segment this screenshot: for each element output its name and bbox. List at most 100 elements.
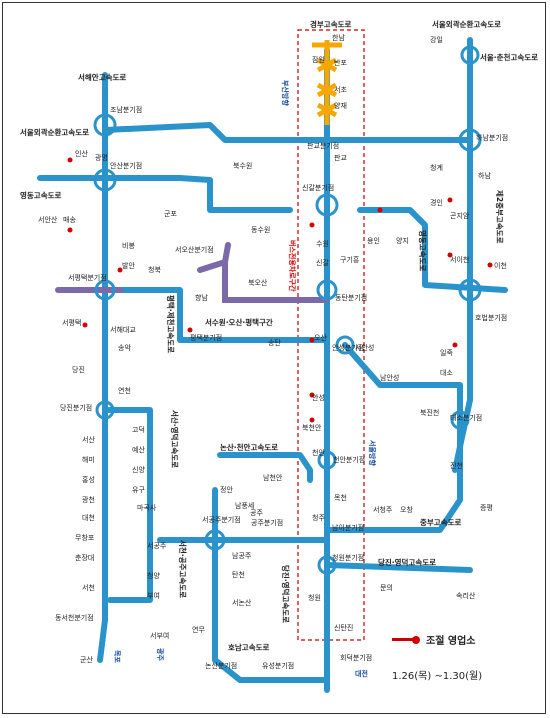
- station-label: 향남: [195, 293, 208, 302]
- toll-marker: [452, 342, 458, 348]
- station-label: 진천: [450, 461, 463, 470]
- station-label: 북오산: [248, 278, 268, 287]
- station-label: 반포: [334, 58, 347, 67]
- station-label: 남이분기점: [332, 523, 364, 532]
- station-label: 서부여: [150, 631, 169, 640]
- station-label: 천안분기점: [333, 455, 365, 464]
- label-seoul-chuncheon: 서울·춘천고속도로: [480, 52, 538, 62]
- station-label: 강일: [430, 35, 443, 44]
- toll-marker: [82, 322, 88, 328]
- station-label: 양재: [334, 102, 347, 110]
- direction-seoul: 서울방향: [368, 440, 377, 466]
- station-label: 연무: [192, 626, 205, 634]
- toll-marker: [309, 222, 315, 228]
- station-label: 양지: [396, 236, 409, 245]
- station-label: 서청주: [373, 505, 393, 514]
- station-label: 대소분기점: [450, 413, 482, 422]
- nonsan-cheonan-line: [217, 452, 313, 483]
- station-label: 서초: [334, 85, 347, 94]
- station-label: 남공주: [232, 551, 252, 560]
- station-label: 안산분기점: [110, 161, 142, 170]
- station-label: 청원: [308, 593, 321, 602]
- station-label: 판교: [334, 153, 347, 162]
- station-label: 서논산: [232, 598, 252, 607]
- label-yeongdong-right: 영동고속도로: [418, 230, 428, 271]
- toll-marker: [487, 262, 493, 268]
- station-label: 경인: [430, 198, 443, 207]
- station-label: 남천안: [263, 473, 283, 482]
- legend: 조절 영업소 1.26(목) ~1.30(월): [392, 632, 542, 682]
- station-label: 서안산: [38, 215, 58, 224]
- station-label: 발안: [122, 261, 135, 270]
- station-label: 서이천: [450, 255, 469, 264]
- station-label: 서평택: [62, 318, 81, 327]
- station-label: 한남: [332, 33, 345, 42]
- station-label: 당진분기점: [60, 403, 92, 412]
- station-label: 군포: [164, 210, 177, 218]
- station-label: 신양: [132, 465, 145, 474]
- station-label: 오창: [400, 506, 413, 514]
- station-label: 송악: [118, 344, 131, 352]
- toll-marker: [309, 392, 315, 398]
- station-label: 호법분기점: [475, 313, 507, 322]
- toll-marker: [309, 417, 315, 423]
- toll-marker: [187, 327, 193, 333]
- station-label: 신탄진: [334, 623, 353, 632]
- station-label: 안성분기점: [332, 343, 364, 352]
- honam-line: [212, 487, 243, 683]
- station-label: 동수원: [251, 225, 270, 234]
- legend-dates: 1.26(목) ~1.30(월): [392, 671, 483, 682]
- station-label: 하남분기점: [476, 133, 508, 142]
- dangjin-yeongdeok-line: [324, 562, 473, 573]
- station-label: 연천: [118, 386, 131, 395]
- station-label: 대소: [440, 369, 453, 377]
- station-label: 오산: [314, 333, 327, 342]
- bus-lane-box: [297, 29, 365, 641]
- station-label: 북진천: [420, 408, 439, 417]
- station-label: 조남분기점: [110, 105, 142, 114]
- station-label: 비봉: [122, 241, 135, 250]
- seoul-outer-top-line: [102, 122, 473, 143]
- label-dangjin-yeongdeok: 당진·영덕고속도로: [378, 557, 436, 567]
- station-label: 청원분기점: [332, 553, 364, 562]
- label-pyeongtaek-jecheon: 평택·제천고속도로: [166, 295, 176, 353]
- legend-row: 조절 영업소: [392, 632, 542, 647]
- station-label: 곤지암: [450, 211, 470, 220]
- label-seocheon-gongju: 서천·공주고속도로: [178, 540, 188, 598]
- station-label: 서해대교: [110, 325, 136, 334]
- station-label: 정안: [220, 485, 233, 494]
- station-label: 하남: [478, 171, 491, 180]
- station-label: 탄천: [232, 570, 245, 579]
- station-label: 송탄: [268, 338, 281, 347]
- station-label: 신갈분기점: [302, 183, 334, 192]
- direction-daejeon: 대전: [355, 669, 368, 678]
- label-yeongdong-left: 영동고속도로: [20, 190, 61, 200]
- station-label: 서평택분기점: [68, 273, 107, 282]
- station-label: 마곡사: [137, 503, 157, 512]
- station-label: 광명: [95, 153, 108, 162]
- label-jungbu: 중부고속도로: [420, 517, 461, 527]
- station-label: 평택분기점: [190, 333, 222, 342]
- station-label: 서천: [82, 583, 95, 592]
- legend-label: 조절 영업소: [426, 636, 476, 647]
- toll-marker: [309, 337, 315, 343]
- station-label: 논산분기점: [205, 661, 237, 670]
- label-seoul-outer-top: 서울외곽순환고속도로: [432, 19, 501, 29]
- label-jeil-jungbu: 제2중부고속도로: [495, 190, 505, 244]
- station-label: 남안성: [380, 373, 399, 382]
- direction-busan: 부산방향: [281, 80, 290, 106]
- legend-arrow-icon: [392, 638, 414, 641]
- toll-marker: [67, 227, 73, 233]
- station-label: 서안성: [355, 343, 374, 352]
- station-label: 부여: [147, 591, 160, 600]
- toll-marker: [447, 252, 453, 258]
- station-label: 군산: [80, 655, 93, 664]
- toll-marker: [67, 157, 73, 163]
- station-label: 남풍세: [235, 501, 254, 510]
- station-label: 공주: [250, 509, 263, 517]
- junction-loops: [93, 45, 482, 575]
- station-label: 구기흥: [340, 255, 360, 264]
- station-label: 이천: [494, 261, 507, 270]
